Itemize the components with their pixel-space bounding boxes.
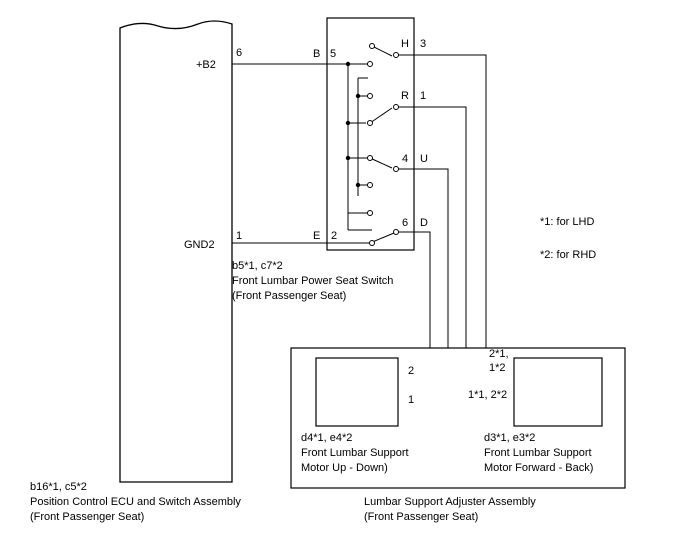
ecu-gnd2-pin: 1 <box>236 230 242 242</box>
switch-name-line1: Front Lumbar Power Seat Switch <box>232 275 393 287</box>
switch-pin-u-num: 4 <box>402 153 408 165</box>
motor-fwdback-name-line2: Motor Forward - Back) <box>484 462 593 474</box>
switch-pin-r-letter: R <box>401 90 409 102</box>
switch-pin-d-num: 6 <box>402 217 408 229</box>
ecu-box <box>119 20 233 483</box>
junction-dot <box>355 182 361 188</box>
motor-fwdback-pin-top-line2: 1*2 <box>489 362 506 374</box>
motor-fwdback-name-line1: Front Lumbar Support <box>484 447 592 459</box>
switch-pin-e-letter: E <box>313 230 320 242</box>
motor-updown-name-line1: Front Lumbar Support <box>301 447 409 459</box>
ecu-name-line1: Position Control ECU and Switch Assembly <box>30 496 241 508</box>
switch-contacts <box>367 43 399 246</box>
switch-pin-r-num: 1 <box>420 90 426 102</box>
switch-pin-b-letter: B <box>313 48 320 60</box>
note-rhd: *2: for RHD <box>540 249 596 261</box>
note-lhd: *1: for LHD <box>540 216 594 228</box>
switch-name-line2: (Front Passenger Seat) <box>232 290 346 302</box>
motor-updown-pin-bottom: 1 <box>408 394 414 406</box>
switch-pin-h-letter: H <box>401 38 409 50</box>
junction-dot <box>355 93 361 99</box>
motor-fwdback-connector: d3*1, e3*2 <box>484 432 535 444</box>
junction-dot <box>345 155 351 161</box>
adjuster-name-line2: (Front Passenger Seat) <box>364 511 478 523</box>
ecu-name-line2: (Front Passenger Seat) <box>30 511 144 523</box>
motor-fwdback-box <box>513 357 603 427</box>
switch-pin-e-num: 2 <box>331 230 337 242</box>
motor-fwdback-pin-top-line1: 2*1, <box>489 348 509 360</box>
motor-wires <box>398 54 514 398</box>
ecu-b2-pin: 6 <box>236 47 242 59</box>
ecu-gnd2-label: GND2 <box>184 239 215 251</box>
junction-dot <box>345 61 351 67</box>
switch-pin-h-num: 3 <box>420 38 426 50</box>
motor-updown-name-line2: Motor Up - Down) <box>301 462 388 474</box>
ecu-b2-label: +B2 <box>196 59 216 71</box>
switch-pin-b-num: 5 <box>330 48 336 60</box>
adjuster-name-line1: Lumbar Support Adjuster Assembly <box>364 496 536 508</box>
junction-dot <box>345 120 351 126</box>
ecu-connector-label: b16*1, c5*2 <box>30 481 87 493</box>
switch-pin-d-letter: D <box>420 217 428 229</box>
motor-updown-connector: d4*1, e4*2 <box>301 432 352 444</box>
switch-connector-label: b5*1, c7*2 <box>232 260 283 272</box>
motor-updown-box <box>315 357 399 427</box>
switch-pin-u-letter: U <box>420 153 428 165</box>
motor-fwdback-pin-bottom: 1*1, 2*2 <box>468 389 507 401</box>
motor-updown-pin-top: 2 <box>408 365 414 377</box>
